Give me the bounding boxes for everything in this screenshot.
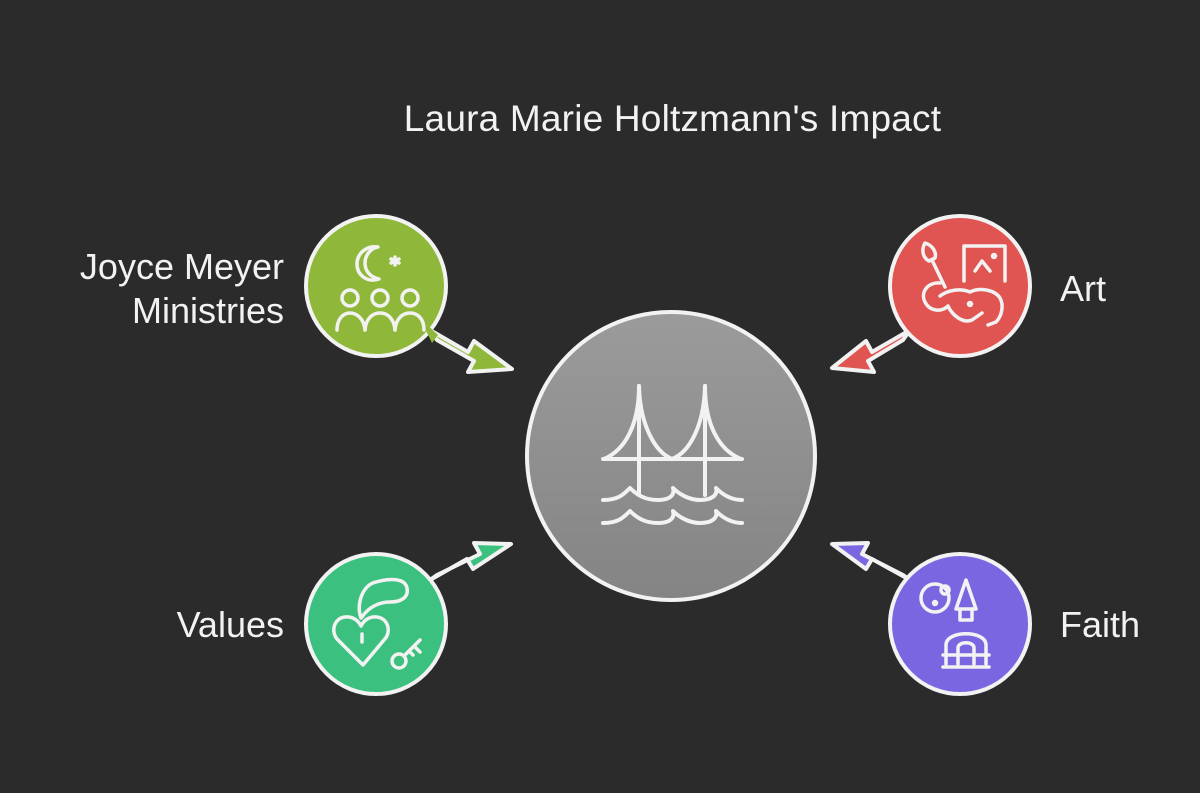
moon-church-icon: [919, 578, 991, 669]
arrow-to-center: [428, 328, 514, 374]
node-faith: [830, 541, 1032, 696]
label-line-1: Joyce Meyer: [79, 246, 284, 287]
paintbrush-canvas-elephant-icon: [921, 241, 1007, 327]
node-art: [830, 214, 1032, 374]
center-node: [525, 310, 817, 602]
arrow-to-center: [830, 541, 912, 582]
bridge-over-water-icon: [601, 384, 744, 525]
label-joyce-meyer-ministries: Joyce Meyer Ministries: [80, 245, 284, 333]
label-values: Values: [176, 604, 284, 645]
heart-lock-key-icon: [332, 577, 422, 670]
arrow-to-center: [830, 328, 912, 374]
arrow-to-center: [428, 541, 513, 582]
label-art: Art: [1060, 268, 1107, 309]
node-joyce-meyer-ministries: [304, 214, 514, 374]
label-faith: Faith: [1060, 604, 1141, 645]
crescent-star-congregation-icon: [335, 244, 426, 332]
diagram-title: Laura Marie Holtzmann's Impact: [403, 98, 942, 139]
node-values: [304, 541, 513, 696]
label-line-2: Ministries: [131, 290, 284, 331]
